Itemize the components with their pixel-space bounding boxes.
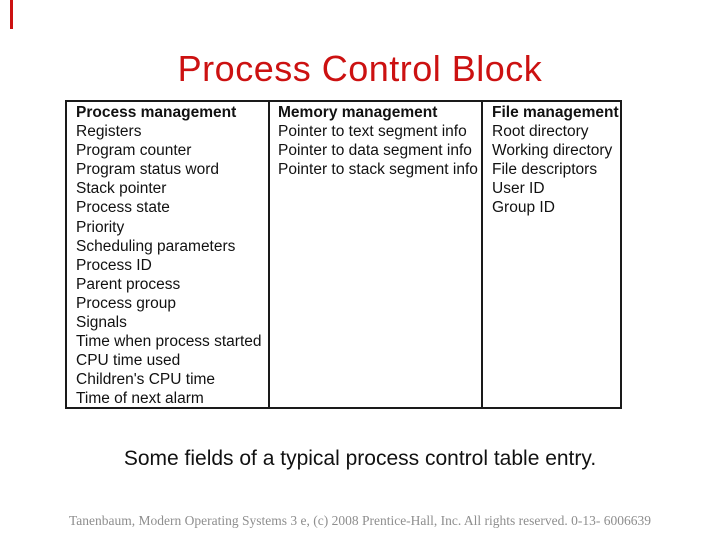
table-row: Process state bbox=[76, 199, 170, 217]
table-row: Priority bbox=[76, 218, 125, 236]
table-row: File descriptors bbox=[492, 161, 598, 179]
column-header: Process management bbox=[76, 104, 237, 121]
table-row: Working directory bbox=[492, 142, 613, 160]
table-row: Time when process started bbox=[76, 333, 262, 351]
slide-title: Process Control Block bbox=[177, 48, 543, 90]
column-header: File management bbox=[492, 104, 619, 121]
red-marker-bar bbox=[10, 0, 13, 29]
table-row: Scheduling parameters bbox=[76, 237, 236, 255]
table-row: Pointer to stack segment info bbox=[278, 161, 478, 179]
table-row: Stack pointer bbox=[76, 180, 167, 198]
table-row: User ID bbox=[492, 180, 545, 198]
table-row: Pointer to text segment info bbox=[278, 123, 467, 141]
table-row: Program status word bbox=[76, 161, 219, 179]
column-header: Memory management bbox=[278, 104, 438, 121]
table-row: Children's CPU time bbox=[76, 371, 216, 389]
table-row: Process group bbox=[76, 294, 176, 312]
table-row: Signals bbox=[76, 314, 127, 332]
copyright-footer: Tanenbaum, Modern Operating Systems 3 e,… bbox=[68, 513, 652, 528]
table-row: Registers bbox=[76, 123, 142, 141]
table-row: Program counter bbox=[76, 142, 192, 160]
table-row: Parent process bbox=[76, 275, 181, 293]
table-row: Group ID bbox=[492, 199, 555, 217]
slide-caption: Some fields of a typical process control… bbox=[123, 447, 597, 470]
table-row: CPU time used bbox=[76, 352, 181, 370]
table-row: Time of next alarm bbox=[76, 390, 204, 407]
table-row: Pointer to data segment info bbox=[278, 142, 472, 160]
table-row: Process ID bbox=[76, 256, 152, 274]
table-row: Root directory bbox=[492, 123, 589, 141]
